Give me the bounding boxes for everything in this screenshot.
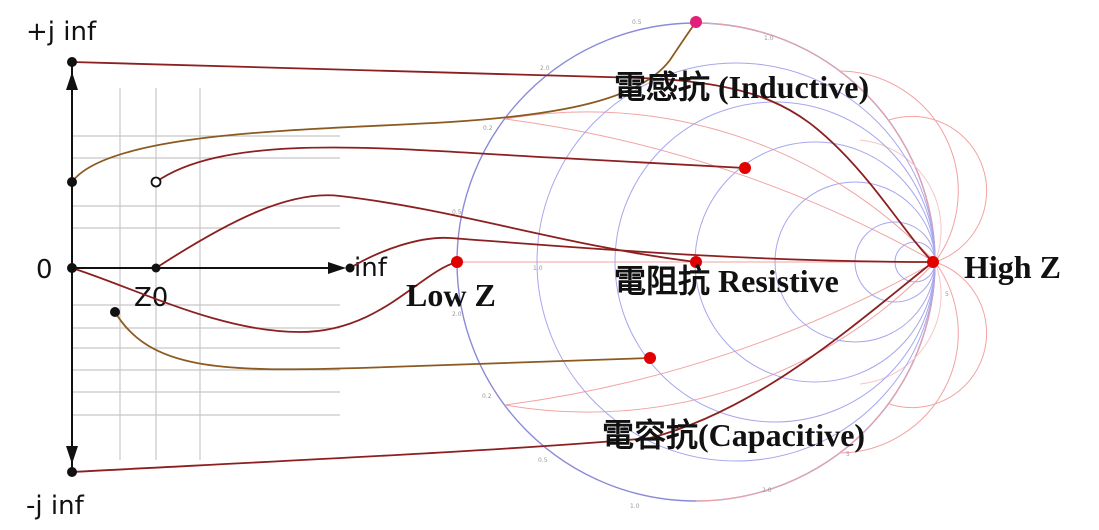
capacitive-label: 電容抗(Capacitive) (602, 417, 865, 453)
smith-tick-labels: 0.5 1.0 2.0 0.2 0.5 1.0 2.0 5 0.2 0.5 1.… (452, 19, 949, 510)
arrow-right-icon (328, 262, 346, 274)
arrow-up-icon (66, 72, 78, 90)
tick-label: 0.2 (482, 393, 492, 400)
reactance-arc (888, 115, 988, 263)
reactance-arc (838, 261, 959, 454)
resistive-point (690, 256, 702, 268)
plus-j-inf-label: +j inf (26, 17, 97, 47)
tick-label: 0.2 (483, 125, 493, 132)
arrow-down-icon (66, 446, 78, 464)
low-z-label: Low Z (406, 277, 496, 313)
inductive-point (739, 162, 751, 174)
connector-inf-high-z (349, 236, 934, 269)
high-z-point (927, 256, 939, 268)
tick-label: 0.5 (452, 209, 462, 216)
impedance-plane-axes (66, 64, 346, 472)
minus-j-inf-point (67, 467, 77, 477)
z0-point (151, 263, 161, 273)
resistive-label: 電阻抗 Resistive (614, 263, 839, 299)
tick-label: 2.0 (762, 487, 772, 494)
upper-z0-point (150, 176, 162, 188)
infinity-point (345, 263, 355, 273)
minus-j-inf-label: -j inf (26, 491, 85, 521)
reactance-arc (695, 22, 936, 263)
connector-origin-low-z (71, 261, 458, 333)
lower-reactance-point (110, 307, 120, 317)
impedance-plane-grid (72, 88, 340, 460)
low-z-point (451, 256, 463, 268)
tick-label: 0.5 (538, 457, 548, 464)
tick-label: 2.0 (540, 65, 550, 72)
tick-label: 5 (945, 291, 949, 298)
reactance-arc (838, 70, 959, 263)
connector-plus-j-inf (71, 61, 934, 263)
high-z-label: High Z (964, 249, 1061, 285)
upper-reactance-point (67, 177, 77, 187)
reactance-arc (859, 261, 942, 385)
mapping-connectors (71, 21, 934, 473)
plane-points (67, 57, 355, 477)
reactance-arc (859, 139, 942, 263)
origin-point (67, 263, 77, 273)
infinity-label: inf (354, 253, 388, 283)
smith-points (451, 16, 939, 364)
top-inductive-point (690, 16, 702, 28)
connector-z0-resistive (155, 194, 697, 269)
inductive-label: 電感抗 (Inductive) (614, 69, 869, 105)
reactance-arc (504, 118, 936, 263)
connector-upper-brown (71, 21, 697, 183)
tick-label: 1.0 (533, 265, 543, 272)
connector-upper-red (155, 146, 746, 183)
reactance-arc (504, 111, 936, 263)
connector-minus-j-inf (71, 261, 934, 473)
reactance-arc (504, 261, 936, 406)
tick-label: 1.0 (630, 503, 640, 510)
tick-label: 0.5 (632, 19, 642, 26)
reactance-arc (888, 261, 988, 409)
plus-j-inf-point (67, 57, 77, 67)
reactance-arc (504, 261, 936, 413)
tick-label: 5 (846, 451, 850, 458)
tick-label: 1.0 (764, 35, 774, 42)
origin-label: 0 (36, 255, 53, 285)
capacitive-point (644, 352, 656, 364)
tick-label: 2.0 (452, 311, 462, 318)
connector-lower-brown (114, 311, 651, 371)
reactance-arc (695, 261, 936, 502)
